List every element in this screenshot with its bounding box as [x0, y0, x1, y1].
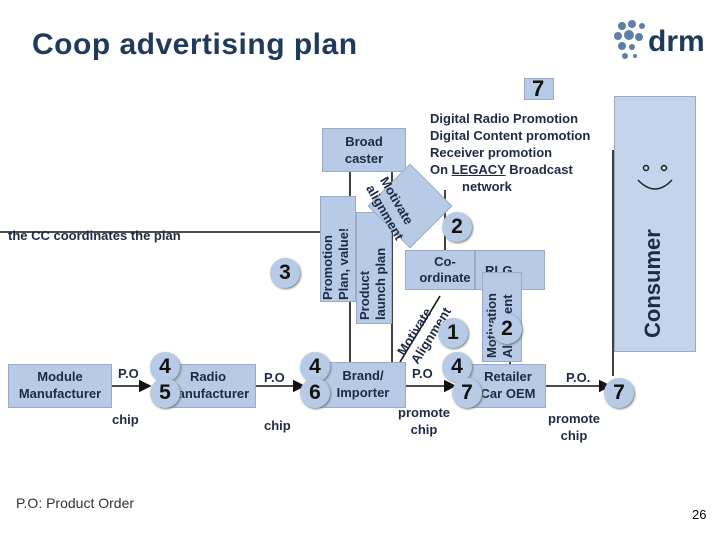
step-4a-circle: 4	[150, 352, 180, 382]
step-6-circle: 6	[300, 378, 330, 408]
step-4c-circle: 4	[442, 352, 472, 382]
step-1-circle: 1	[438, 318, 468, 348]
step-7a-circle: 7	[452, 378, 482, 408]
promo-text: Digital Radio Promotion Digital Content …	[430, 110, 590, 195]
module-manufacturer-box	[8, 364, 112, 408]
footnote: P.O: Product Order	[16, 495, 135, 511]
promo-line-5: network	[462, 179, 512, 194]
step-4b-circle: 4	[300, 352, 330, 382]
promote-chip-1: promote chip	[398, 405, 450, 437]
broadcaster-box	[322, 128, 406, 172]
logo-text: drm	[648, 25, 705, 58]
promo-line-1: Digital Radio Promotion	[430, 111, 579, 126]
promo-line-3: Receiver promotion	[430, 145, 553, 160]
legacy-word: LEGACY	[451, 162, 506, 177]
step-2-circle: 2	[442, 212, 472, 242]
step-7-top-box	[524, 78, 554, 100]
module-manufacturer-label: Module Manufacturer	[18, 369, 102, 401]
product-launch-box	[356, 212, 392, 324]
promo-line-4: On LEGACY Broadcast	[430, 162, 573, 177]
promo-line-2: Digital Content promotion	[430, 128, 591, 143]
drm-logo: drm	[608, 18, 708, 68]
cc-coordinates-text: the CC coordinates the plan	[8, 228, 181, 243]
chip-label-1: chip	[112, 412, 139, 427]
radio-manufacturer-label: Radio Manufacturer	[166, 369, 250, 401]
step-5-circle: 5	[150, 378, 180, 408]
po-label-4: P.O.	[566, 370, 591, 385]
promotion-plan-label: Promotion Plan, value!	[320, 227, 351, 300]
promotion-plan-box	[320, 196, 356, 302]
po-label-3: P.O	[412, 366, 433, 381]
po-label-1: P.O	[118, 366, 139, 381]
coordinate-box	[405, 250, 475, 290]
coordinate-label: Co- ordinate	[419, 254, 471, 285]
step-3-circle: 3	[270, 258, 300, 288]
page-title: Coop advertising plan	[32, 28, 358, 61]
broadcaster-label: Broad caster	[344, 134, 384, 166]
retailer-label: Retailer Car OEM	[480, 369, 536, 401]
page-number: 26	[692, 507, 707, 522]
step-7b-circle: 7	[604, 378, 634, 408]
po-label-2: P.O	[264, 370, 285, 385]
consumer-box	[614, 96, 696, 352]
product-launch-label: Product launch plan	[357, 247, 388, 320]
chip-label-2: chip	[264, 418, 291, 433]
step-7-top-number: 7	[532, 76, 545, 101]
retailer-box	[470, 364, 546, 408]
consumer-label: Consumer	[640, 229, 665, 338]
smiley-face-icon	[632, 154, 678, 205]
promote-chip-2: promote chip	[548, 411, 600, 443]
brand-importer-box	[320, 362, 406, 408]
brand-importer-label: Brand/ Importer	[336, 368, 390, 400]
step-2b-circle: 2	[492, 314, 522, 344]
